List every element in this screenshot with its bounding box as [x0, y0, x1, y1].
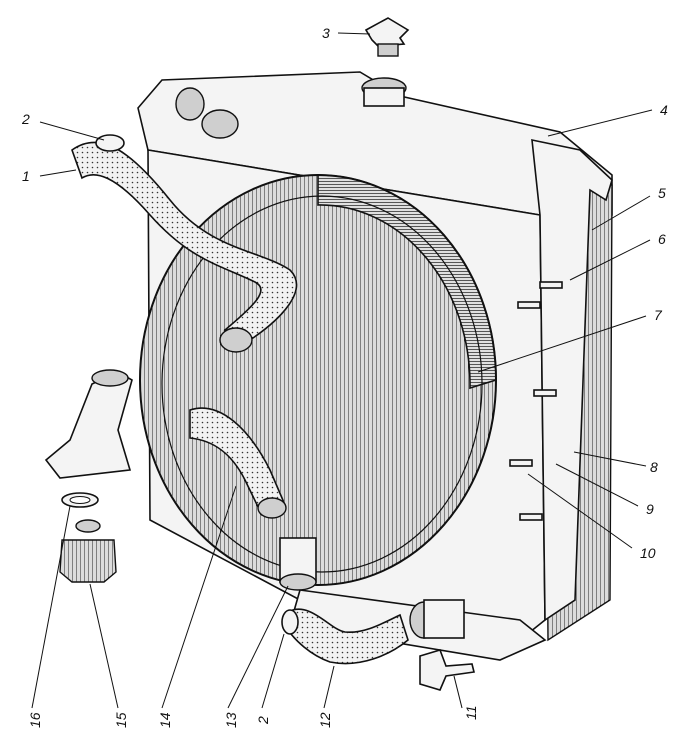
- callout-12: 12: [317, 712, 333, 728]
- callout-14: 14: [157, 712, 173, 728]
- fan-shroud: [139, 174, 497, 586]
- callout-2-top: 2: [21, 111, 30, 127]
- callout-11-wrap: 11: [463, 705, 479, 720]
- callout-2-bottom: 2: [255, 716, 271, 725]
- inner-lower-hose: [189, 407, 287, 519]
- hose-clamp-bottom: [281, 609, 299, 635]
- callout-4: 4: [660, 102, 668, 118]
- callout-14-wrap: 14: [157, 712, 173, 728]
- bracket-bolts: [509, 281, 563, 521]
- callout-16: 16: [27, 712, 43, 728]
- thermostat-housing: [44, 369, 133, 479]
- callout-16-wrap: 16: [27, 712, 43, 728]
- callout-8: 8: [650, 459, 658, 475]
- lower-hose: [287, 608, 409, 665]
- bottom-outlet-neck: [279, 537, 317, 591]
- callout-13-wrap: 13: [223, 712, 239, 728]
- drain-cock: [419, 649, 475, 691]
- thermostat: [59, 519, 117, 583]
- hose-clamp-top: [95, 134, 125, 152]
- callout-1: 1: [22, 168, 30, 184]
- drain-outlet: [409, 599, 465, 639]
- callout-5: 5: [658, 185, 666, 201]
- callout-15: 15: [113, 712, 129, 728]
- callout-6: 6: [658, 231, 666, 247]
- callout-13: 13: [223, 712, 239, 728]
- radiator-cap: [364, 17, 410, 57]
- upper-hose: [71, 141, 298, 353]
- callout-12-wrap: 12: [317, 712, 333, 728]
- callout-11: 11: [463, 705, 479, 720]
- callout-3: 3: [322, 25, 330, 41]
- callout-2-bottom-wrap: 2: [255, 716, 271, 725]
- callout-7: 7: [654, 307, 663, 323]
- callout-labels: 1 2 3 4 5 6 7 8 9 10 11 12 2 13 14 15 16: [21, 25, 668, 728]
- leader-lines: [31, 32, 653, 709]
- callout-9: 9: [646, 501, 654, 517]
- top-inlet-neck: [175, 87, 239, 139]
- callout-10: 10: [640, 545, 656, 561]
- gasket: [61, 492, 99, 508]
- mounting-bracket: [531, 138, 613, 622]
- filler-neck: [361, 77, 407, 107]
- callout-15-wrap: 15: [113, 712, 129, 728]
